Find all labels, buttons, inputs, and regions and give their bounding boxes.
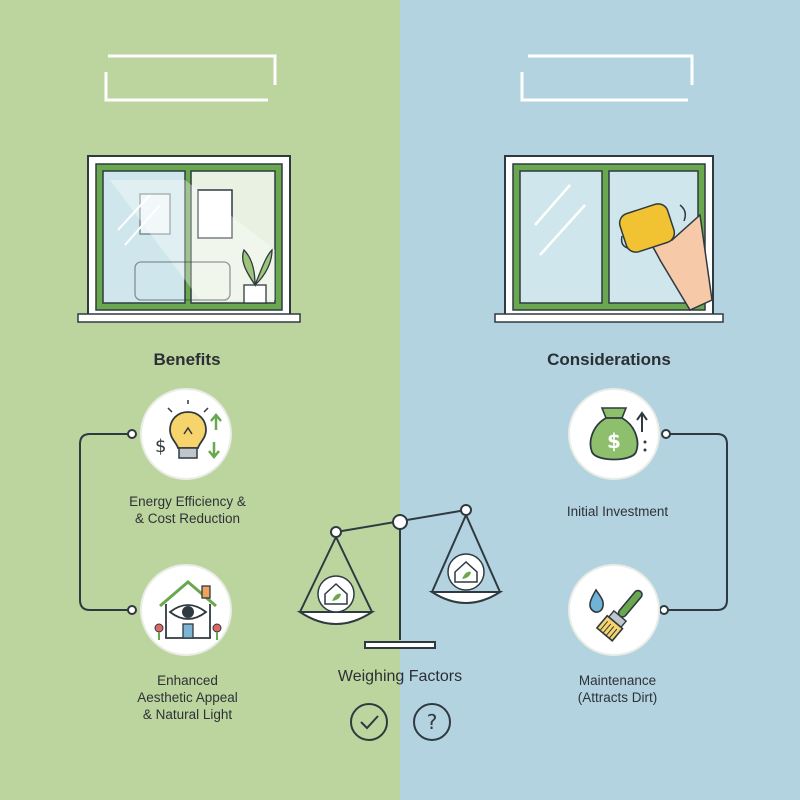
maintenance-line1: Maintenance: [578, 673, 657, 688]
cleaning-hand-icon: [618, 203, 713, 311]
lightbulb-dollar-icon: $: [155, 400, 222, 459]
aesthetic-appeal-icon-circle: [140, 564, 232, 656]
right-title-frame: [528, 54, 694, 85]
left-connector: [79, 433, 132, 611]
energy-efficiency-label: Energy Efficiency & & Cost Reduction: [100, 493, 275, 527]
maintenance-label: Maintenance (Attracts Dirt): [530, 672, 705, 706]
aesthetic-appeal-line3: & Natural Light: [142, 707, 233, 722]
maintenance-icon-circle: [568, 564, 660, 656]
money-bag-icon: $: [589, 407, 648, 461]
energy-efficiency-line1: Energy Efficiency &: [129, 494, 246, 509]
svg-text:$: $: [607, 429, 621, 453]
right-pan-house-leaf-icon: [447, 553, 485, 591]
aesthetic-appeal-line1: Enhanced: [157, 673, 218, 688]
considerations-heading: Considerations: [547, 350, 671, 369]
weighing-factors-label: Weighing Factors: [337, 668, 463, 685]
aesthetic-appeal-label: Enhanced Aesthetic Appeal & Natural Ligh…: [100, 672, 275, 723]
right-connector: [664, 433, 728, 611]
energy-efficiency-icon-circle: $: [140, 388, 232, 480]
svg-text:?: ?: [427, 710, 438, 734]
initial-investment-label: Initial Investment: [566, 504, 669, 519]
paint-brush-icon: [595, 589, 643, 642]
house-eye-icon: [154, 580, 222, 640]
left-pan-house-leaf-icon: [317, 575, 355, 613]
energy-efficiency-line2: & Cost Reduction: [134, 511, 241, 526]
water-drop-icon: [589, 588, 604, 613]
aesthetic-appeal-line2: Aesthetic Appeal: [137, 690, 238, 705]
initial-investment-icon-circle: $: [568, 388, 660, 480]
checkmark-icon: [350, 703, 388, 741]
question-mark-icon: ?: [413, 703, 451, 741]
maintenance-line2: (Attracts Dirt): [577, 690, 658, 705]
benefits-heading: Benefits: [153, 350, 221, 369]
svg-text:$: $: [155, 436, 166, 457]
water-drop-brush-icon: [589, 588, 643, 642]
left-title-frame: [108, 54, 277, 85]
